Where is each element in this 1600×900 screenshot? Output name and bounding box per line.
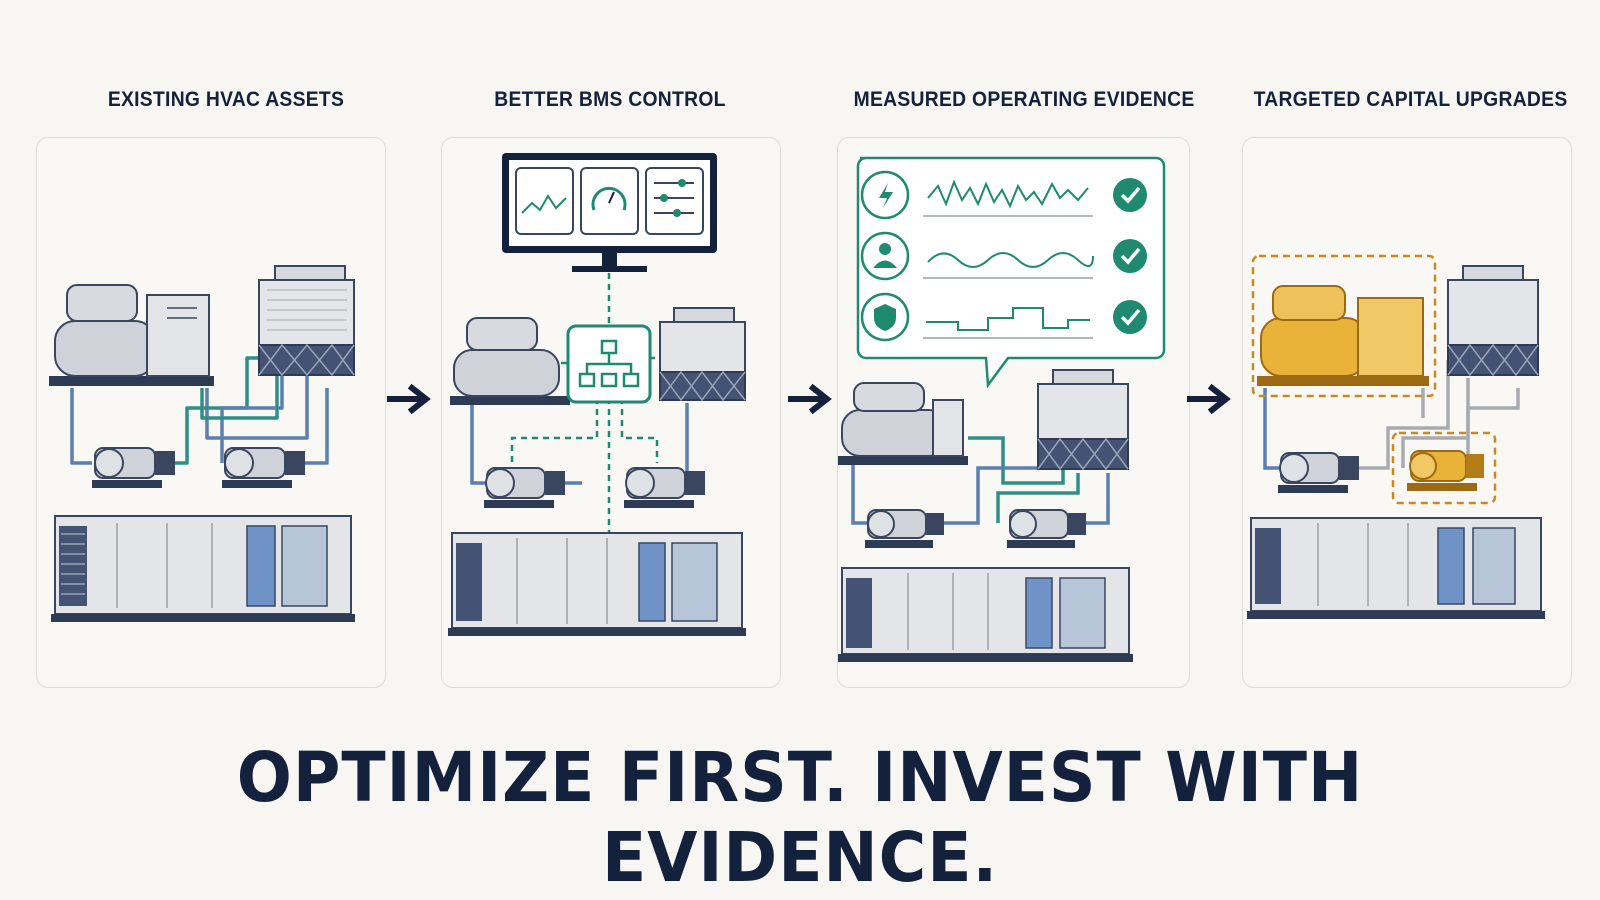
pump-icon [484,467,565,508]
pump-icon [865,509,944,548]
panel-bms-control [441,137,781,688]
stage-title-capital-upgrades: TARGETED CAPITAL UPGRADES [1253,88,1568,111]
stage-title-bms-control: BETTER BMS CONTROL [494,88,726,111]
air-handling-unit-icon [51,515,355,622]
pump-icon [92,447,175,488]
check-icon [1113,178,1147,212]
lightning-bolt-icon [860,170,910,220]
check-icon [1113,239,1147,273]
chiller-icon [450,317,570,405]
upgraded-chiller-icon [1257,285,1429,386]
flow-arrow-icon [387,383,431,415]
bms-monitor-icon [502,153,717,272]
person-icon [860,231,910,281]
pump-icon [1278,452,1359,493]
upgraded-pump-icon [1407,450,1484,491]
pump-icon [222,447,305,488]
pump-icon [1007,509,1086,548]
stage-title-existing-assets: EXISTING HVAC ASSETS [107,88,345,111]
flow-arrow-icon [1187,383,1231,415]
panel-capital-upgrades [1242,137,1572,688]
check-icon [1113,300,1147,334]
cooling-tower-icon [1447,265,1539,377]
cooling-tower-icon [659,307,746,402]
panel-existing-assets [36,137,386,688]
flow-arrow-icon [788,383,832,415]
chiller-icon [49,284,214,386]
air-handling-unit-icon [838,567,1133,662]
panel-measured-evidence [837,137,1190,688]
air-handling-unit-icon [448,532,746,636]
pump-icon [624,467,705,508]
chiller-icon [838,382,968,465]
tagline: OPTIMIZE FIRST. INVEST WITH EVIDENCE. [236,738,1364,898]
evidence-callout [856,156,1166,389]
air-handling-unit-icon [1247,517,1545,619]
cooling-tower-icon [1037,369,1129,471]
bms-controller-icon [566,324,652,404]
cooling-tower-icon [258,265,355,377]
shield-icon [860,292,910,342]
stage-title-measured-evidence: MEASURED OPERATING EVIDENCE [853,88,1195,111]
